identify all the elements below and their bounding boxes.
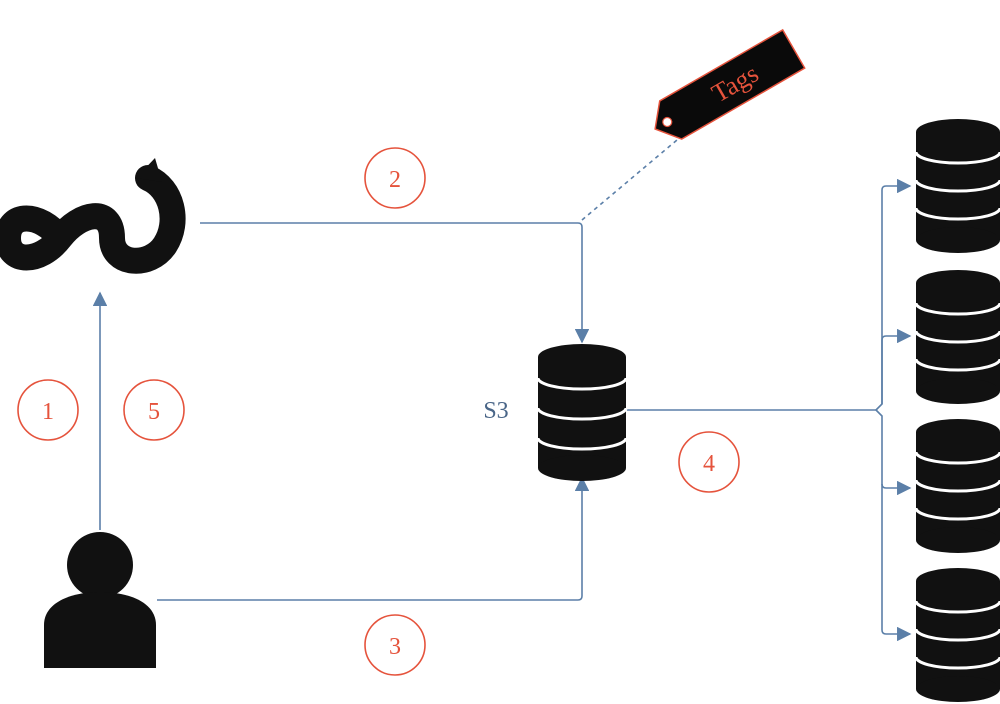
step-marker-4: 4 xyxy=(678,431,740,493)
user-to-s3-arrow xyxy=(157,476,590,601)
infinity-loop-logo-icon xyxy=(0,158,186,274)
step-marker-2: 2 xyxy=(364,147,426,209)
database-icon xyxy=(914,270,1000,404)
step-marker-5-label: 5 xyxy=(148,399,160,425)
step-marker-4-label: 4 xyxy=(703,451,715,477)
logo-to-s3-arrow xyxy=(200,222,590,344)
step-marker-3: 3 xyxy=(364,614,426,676)
database-icon xyxy=(914,568,1000,702)
tag-icon: Tags xyxy=(654,28,806,140)
connectors xyxy=(92,139,912,642)
database-icon xyxy=(914,119,1000,253)
step-marker-3-label: 3 xyxy=(389,634,401,660)
tag-dashed-link xyxy=(581,139,678,221)
fanout-branch-4 xyxy=(881,484,912,642)
step-marker-5: 5 xyxy=(123,379,185,441)
step-marker-1-label: 1 xyxy=(42,399,54,425)
s3-label: S3 xyxy=(483,398,508,424)
step-marker-1: 1 xyxy=(17,379,79,441)
step-marker-2-label: 2 xyxy=(389,167,401,193)
s3-database-icon xyxy=(536,344,628,481)
fanout-branch-3 xyxy=(875,409,912,496)
fanout-branch-2 xyxy=(881,328,912,404)
fanout-branch-1 xyxy=(875,178,912,411)
user-icon xyxy=(44,532,156,668)
database-icon xyxy=(914,419,1000,553)
